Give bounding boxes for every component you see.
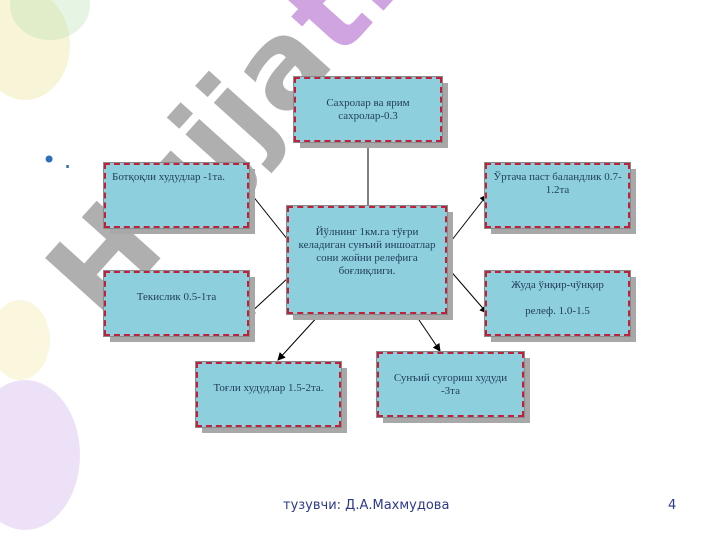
node-center-label: Йўлнинг 1км.га тўғри келадиган сунъий ин…	[298, 226, 436, 277]
balloon-decoration	[0, 300, 50, 380]
node-bottom-right: Сунъий суғориш худуди -3та	[376, 351, 525, 418]
arrow-to-bottom-left	[277, 313, 321, 361]
node-right-top: Ўртача паст баландлик 0.7-1.2та	[484, 162, 631, 229]
node-top: Сахролар ва ярим сахролар-0.3	[293, 76, 443, 143]
node-bottom-left: Тоғли худудлар 1.5-2та.	[195, 361, 342, 428]
arrow-to-left-bottom	[247, 277, 289, 316]
arrow-to-right-bottom	[447, 267, 488, 314]
node-left-bottom: Текислик 0.5-1та	[103, 270, 250, 337]
node-left-top: Ботқоқли худудлар -1та.	[103, 162, 250, 229]
node-right-bottom-line1: Жуда ўнқир-чўнқир	[511, 279, 604, 291]
bullet-marker: • .	[42, 146, 72, 174]
arrow-to-left-top	[247, 189, 289, 241]
node-top-label: Сахролар ва ярим сахролар-0.3	[326, 97, 410, 122]
node-left-bottom-label: Текислик 0.5-1та	[136, 291, 217, 303]
node-bottom-right-label: Сунъий суғориш худуди -3та	[393, 372, 508, 397]
node-right-top-label: Ўртача паст баландлик 0.7-1.2та	[493, 171, 622, 196]
node-right-bottom: Жуда ўнқир-чўнқир релеф. 1.0-1.5	[484, 270, 631, 337]
footer-author: тузувчи: Д.А.Махмудова	[283, 498, 450, 513]
node-right-bottom-line2: релеф. 1.0-1.5	[525, 305, 590, 317]
node-bottom-left-label: Тоғли худудлар 1.5-2та.	[213, 382, 324, 394]
node-center: Йўлнинг 1км.га тўғри келадиган сунъий ин…	[286, 205, 448, 315]
page-number: 4	[668, 498, 677, 513]
node-left-top-label: Ботқоқли худудлар -1та.	[112, 171, 226, 183]
arrow-to-bottom-right	[414, 313, 441, 352]
arrow-to-right-top	[447, 194, 488, 246]
